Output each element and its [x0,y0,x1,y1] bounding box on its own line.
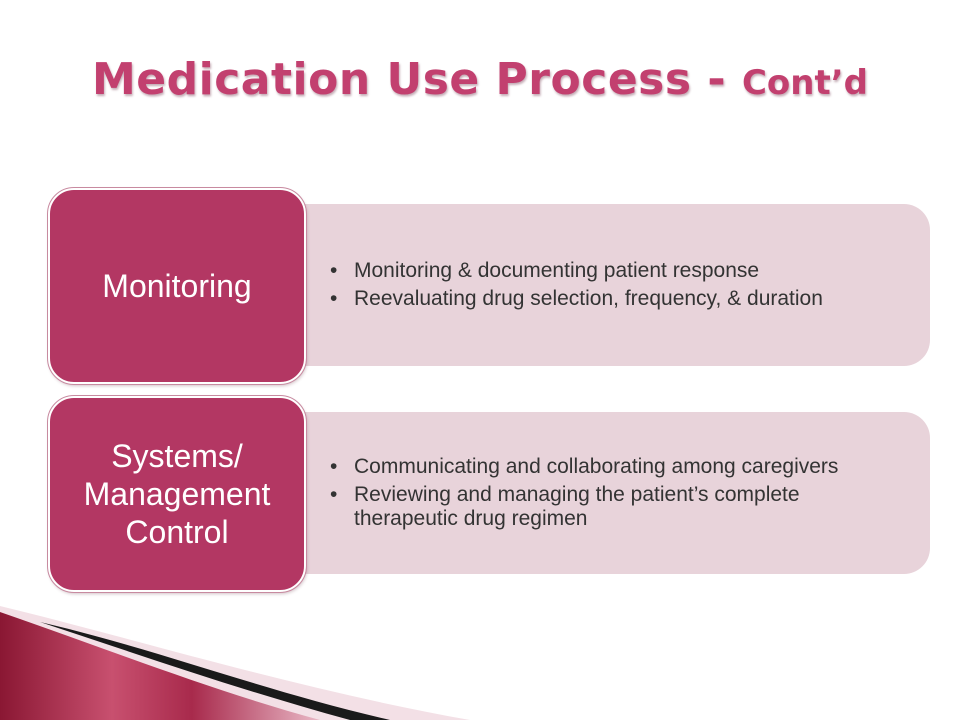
section-label-box: Systems/ Management Control [47,395,307,593]
section-label: Systems/ Management Control [83,438,271,550]
bullet-list: Monitoring & documenting patient respons… [328,255,823,315]
bullet-item: Reevaluating drug selection, frequency, … [328,287,823,311]
bullet-item: Reviewing and managing the patient’s com… [328,483,890,531]
section-label-box: Monitoring [47,187,307,385]
section-monitoring: Monitoring & documenting patient respons… [47,187,932,385]
title-suffix: Cont’d [741,63,868,103]
bullet-item: Communicating and collaborating among ca… [328,455,890,479]
section-content: Monitoring & documenting patient respons… [248,204,930,366]
bullet-list: Communicating and collaborating among ca… [328,451,890,535]
section-systems-management-control: Communicating and collaborating among ca… [47,395,932,593]
title-main: Medication Use Process - [92,54,742,105]
bullet-item: Monitoring & documenting patient respons… [328,259,823,283]
section-label: Monitoring [102,268,252,304]
section-content: Communicating and collaborating among ca… [248,412,930,574]
slide-title: Medication Use Process - Cont’d [0,58,960,102]
